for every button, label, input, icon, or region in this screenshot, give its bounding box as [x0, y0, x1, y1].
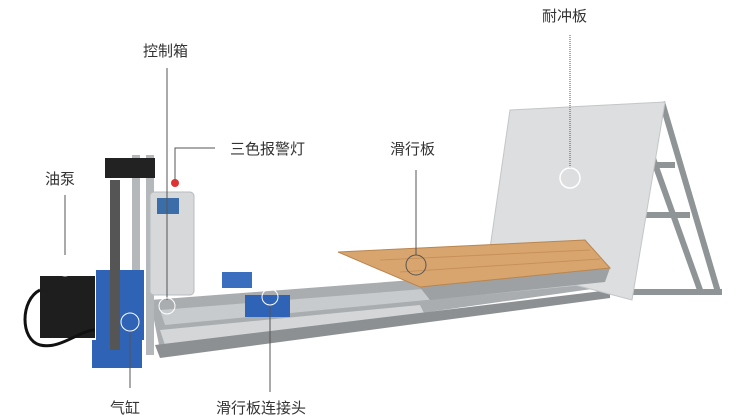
label-impact-plate: 耐冲板	[542, 7, 588, 25]
label-control-box: 控制箱	[143, 42, 189, 60]
connector-carriage	[245, 295, 290, 317]
label-cylinder: 气缸	[110, 399, 141, 417]
label-oil-pump: 油泵	[45, 170, 76, 188]
leader-lines	[54, 35, 581, 392]
sliding-board	[337, 239, 612, 300]
impact-frame	[620, 101, 722, 295]
label-alarm-light: 三色报警灯	[230, 140, 306, 158]
control-box-shape	[149, 191, 195, 296]
oil-pump-shape	[40, 276, 95, 338]
label-board-connector: 滑行板连接头	[216, 399, 307, 417]
label-sliding-board: 滑行板	[390, 140, 436, 158]
